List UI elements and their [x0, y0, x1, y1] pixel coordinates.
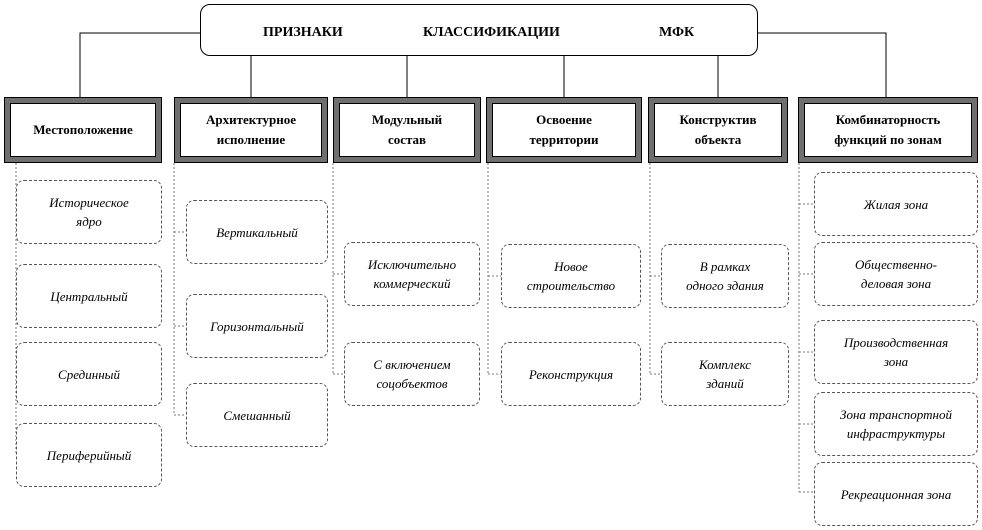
item-residential-zone: Жилая зона: [814, 172, 978, 236]
category-territory: Освоение территории: [486, 97, 642, 163]
item-label: Жилая зона: [863, 196, 929, 212]
item-label: Рекреационная зона: [840, 486, 952, 502]
item-recreation-zone: Рекреационная зона: [814, 462, 978, 526]
category-construction: Конструктив объекта: [648, 97, 788, 163]
category-label: Архитектурное исполнение: [206, 112, 296, 147]
item-label: Новое строительство: [526, 259, 616, 293]
category-label: Освоение территории: [529, 112, 599, 147]
item-label: Центральный: [50, 288, 128, 304]
item-label: Общественно- деловая зона: [855, 257, 937, 291]
item-mixed: Смешанный: [186, 383, 328, 447]
item-business-zone: Общественно- деловая зона: [814, 242, 978, 306]
item-label: Срединный: [58, 366, 120, 382]
category-modules: Модульный состав: [333, 97, 481, 163]
item-label: Исключительно коммерческий: [367, 257, 457, 291]
item-horizontal: Горизонтальный: [186, 294, 328, 358]
title-word-3: МФК: [659, 25, 695, 40]
title-word-2: КЛАССИФИКАЦИИ: [423, 25, 560, 40]
item-label: В рамках одного здания: [686, 259, 764, 293]
item-label: Комплекс зданий: [698, 357, 752, 391]
item-single-building: В рамках одного здания: [661, 244, 789, 308]
category-architecture: Архитектурное исполнение: [174, 97, 328, 163]
item-vertical: Вертикальный: [186, 200, 328, 264]
title-word-1: ПРИЗНАКИ: [263, 25, 343, 40]
connector-title-cat-5: [758, 32, 887, 97]
category-label: Местоположение: [33, 122, 133, 137]
item-transport-zone: Зона транспортной инфраструктуры: [814, 392, 978, 456]
connector-title-cat-0: [79, 32, 200, 97]
title-box: ПРИЗНАКИ КЛАССИФИКАЦИИ МФК: [200, 4, 758, 56]
item-new-construction: Новое строительство: [501, 244, 641, 308]
item-peripheral: Периферийный: [16, 423, 162, 487]
item-central: Центральный: [16, 264, 162, 328]
item-label: Периферийный: [46, 447, 132, 463]
item-label: Реконструкция: [528, 366, 614, 382]
item-label: Историческое ядро: [49, 195, 129, 229]
item-commercial-only: Исключительно коммерческий: [344, 242, 480, 306]
item-label: Производственная зона: [843, 335, 949, 369]
item-historic-core: Историческое ядро: [16, 180, 162, 244]
category-label: Комбинаторность функций по зонам: [834, 112, 942, 147]
item-label: Зона транспортной инфраструктуры: [840, 407, 952, 441]
category-label: Конструктив объекта: [679, 112, 757, 147]
category-location: Местоположение: [4, 97, 162, 163]
category-zones: Комбинаторность функций по зонам: [798, 97, 978, 163]
item-label: С включением соцобъектов: [373, 357, 451, 391]
item-label: Вертикальный: [216, 224, 298, 240]
item-reconstruction: Реконструкция: [501, 342, 641, 406]
item-building-complex: Комплекс зданий: [661, 342, 789, 406]
item-production-zone: Производственная зона: [814, 320, 978, 384]
item-label: Смешанный: [223, 407, 291, 423]
item-middle: Срединный: [16, 342, 162, 406]
category-label: Модульный состав: [371, 112, 443, 147]
item-with-social: С включением соцобъектов: [344, 342, 480, 406]
item-label: Горизонтальный: [210, 318, 304, 334]
